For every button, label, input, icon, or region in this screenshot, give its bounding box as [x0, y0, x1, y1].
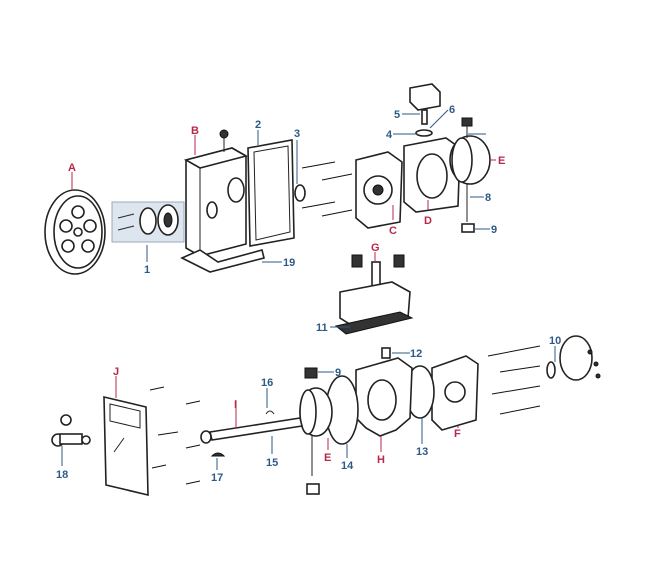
valve-part [409, 83, 441, 137]
end-plate-part [103, 386, 201, 497]
fitting-part [51, 414, 91, 447]
callout-lines [61, 109, 556, 470]
label-6: 6 [449, 104, 455, 116]
label-F: F [454, 428, 461, 440]
label-14: 14 [341, 460, 354, 472]
body-part [403, 137, 461, 213]
pump-cover-part [431, 355, 479, 431]
label-8: 8 [485, 192, 491, 204]
bolts-part [301, 161, 353, 217]
label-E-top: E [498, 155, 505, 167]
label-13: 13 [416, 446, 428, 458]
label-H: H [377, 454, 385, 466]
label-B: B [191, 125, 199, 137]
label-5: 5 [394, 109, 400, 121]
motor-block-part [334, 254, 414, 335]
rotor-part [449, 117, 491, 233]
label-17: 17 [211, 472, 223, 484]
label-I: I [234, 399, 237, 411]
pump-body-part [355, 357, 413, 437]
label-J: J [113, 366, 119, 378]
label-G: G [371, 242, 380, 254]
housing-part [180, 129, 265, 273]
gasket-part [247, 139, 295, 247]
label-15: 15 [266, 457, 278, 469]
label-4: 4 [386, 129, 393, 141]
label-11: 11 [316, 322, 328, 334]
label-9-top: 9 [491, 224, 497, 236]
shaft-part [200, 410, 303, 457]
label-3: 3 [294, 128, 300, 140]
label-1: 1 [144, 264, 150, 276]
oring-part [294, 184, 306, 202]
label-9-bottom: 9 [335, 367, 341, 379]
seal-kit-part [111, 201, 185, 243]
pulley-part [44, 189, 106, 275]
label-A: A [68, 162, 76, 174]
label-16: 16 [261, 377, 273, 389]
label-18: 18 [56, 469, 68, 481]
label-E-bottom: E [324, 452, 331, 464]
label-12: 12 [410, 348, 422, 360]
cover-part [355, 151, 403, 229]
label-10: 10 [549, 335, 561, 347]
label-C: C [389, 225, 397, 237]
end-cap-part [487, 335, 601, 415]
bushing-part [381, 347, 391, 359]
label-19: 19 [283, 257, 295, 269]
lower-rotor-part [299, 367, 333, 495]
label-D: D [424, 215, 432, 227]
label-2: 2 [255, 119, 261, 131]
